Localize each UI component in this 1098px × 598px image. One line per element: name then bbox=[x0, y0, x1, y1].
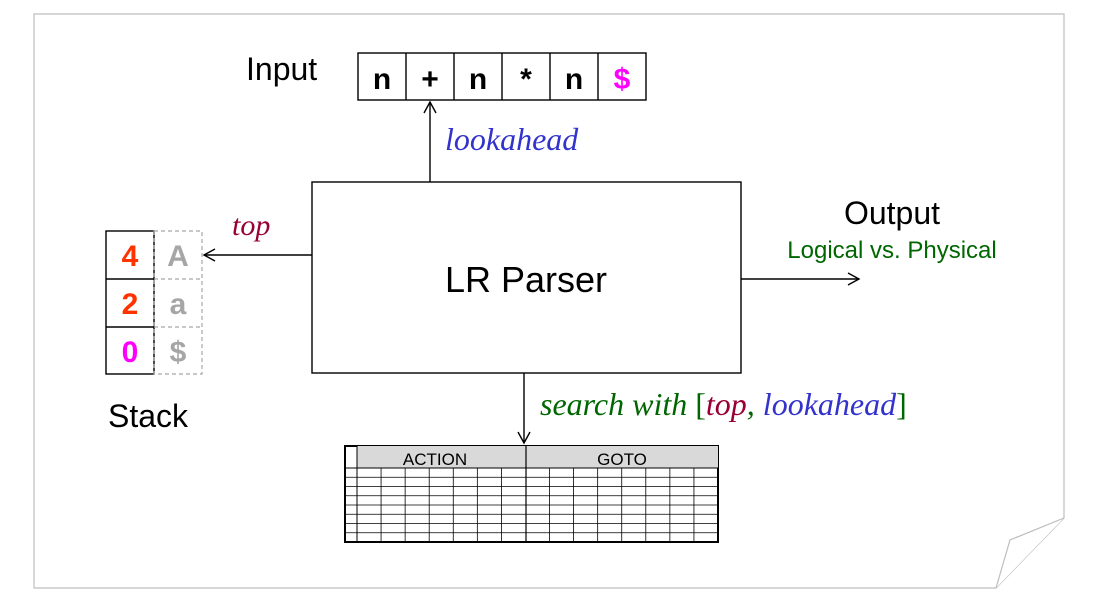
lookahead-label: lookahead bbox=[445, 121, 579, 157]
table-grid bbox=[345, 446, 718, 542]
stack-symbol: A bbox=[167, 240, 189, 273]
input-token: + bbox=[421, 63, 439, 96]
input-token: * bbox=[520, 63, 532, 96]
stack-state: 2 bbox=[122, 288, 139, 321]
input-token: n bbox=[373, 63, 391, 96]
stack-symbol: $ bbox=[170, 336, 187, 369]
input-tape: n + n * n $ bbox=[357, 52, 647, 101]
action-header: ACTION bbox=[403, 450, 467, 469]
stack-state: 4 bbox=[122, 240, 139, 273]
search-lookahead: lookahead bbox=[763, 386, 897, 422]
stack-symbol: a bbox=[170, 288, 187, 321]
goto-header: GOTO bbox=[597, 450, 647, 469]
search-comma: , bbox=[747, 386, 763, 422]
output-label: Output bbox=[844, 195, 940, 231]
parse-table: ACTION GOTO bbox=[344, 445, 719, 543]
search-close-bracket: ] bbox=[896, 386, 907, 422]
stack-label: Stack bbox=[108, 398, 189, 434]
search-top: top bbox=[706, 386, 747, 422]
input-token: n bbox=[565, 63, 583, 96]
search-open-bracket: [ bbox=[695, 386, 706, 422]
output-sublabel: Logical vs. Physical bbox=[787, 237, 996, 264]
top-label: top bbox=[232, 209, 270, 242]
search-prefix: search with bbox=[540, 386, 695, 422]
search-label: search with [top, lookahead] bbox=[540, 386, 907, 422]
parser-label: LR Parser bbox=[445, 259, 607, 300]
stack-state-bottom: 0 bbox=[122, 336, 139, 369]
input-token: n bbox=[469, 63, 487, 96]
stack: 4 2 0 A a $ bbox=[105, 230, 203, 375]
input-label: Input bbox=[246, 51, 317, 87]
parser-box bbox=[311, 181, 742, 374]
input-token-end: $ bbox=[614, 63, 631, 96]
